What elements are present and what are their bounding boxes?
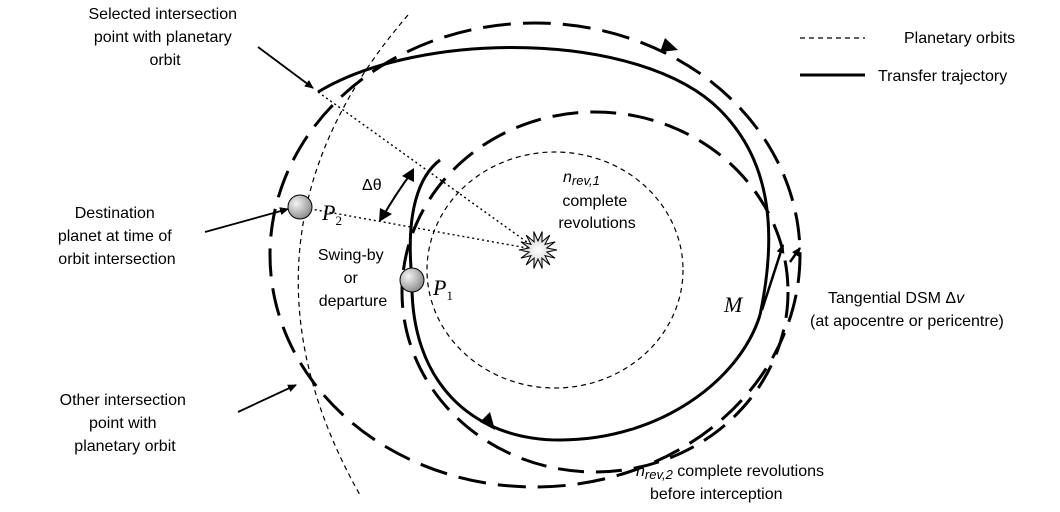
dsm-arrow-1: [760, 244, 785, 311]
label-dsm-line1: Tangential DSM Δv: [828, 290, 965, 307]
delta-theta-arrow-a: [402, 168, 414, 182]
planet-p1: [399, 267, 425, 293]
dsm-arrow-2: [788, 247, 802, 263]
line-sun-to-intersection: [317, 91, 539, 251]
legend-planetary-label: Planetary orbits: [904, 30, 1015, 47]
label-p1: P1: [432, 275, 453, 303]
label-nrev2: nrev,2 complete revolutions: [636, 463, 824, 482]
label-delta-theta: Δθ: [362, 177, 382, 194]
delta-theta-arrow-b: [379, 208, 392, 222]
arrow-top: [660, 38, 678, 52]
pointer-destination: [204, 207, 289, 233]
label-selected-intersection: Selected intersection point with planeta…: [89, 6, 242, 69]
label-swing-by: Swing-by or departure: [318, 247, 388, 310]
label-nrev1-symbol: nrev,1: [563, 169, 600, 188]
label-nrev1-text: complete revolutions: [558, 193, 635, 232]
delta-theta-arc: [381, 171, 413, 219]
line-sun-to-p2: [299, 206, 539, 251]
label-p2: P2: [321, 200, 342, 228]
label-dsm-line2: (at apocentre or pericentre): [810, 313, 1004, 330]
planet-p2: [287, 194, 313, 220]
legend-transfer-label: Transfer trajectory: [878, 68, 1007, 85]
transfer-arc-left-inner: [408, 158, 441, 281]
arrow-bottom: [480, 412, 495, 430]
transfer-arc-lower: [410, 279, 762, 442]
label-nrev2-line2: before interception: [650, 486, 783, 503]
label-destination-planet: Destination planet at time of orbit inte…: [58, 205, 176, 268]
transfer-arc-outer: [317, 46, 771, 316]
label-other-intersection: Other intersection point with planetary …: [60, 392, 191, 455]
label-m: M: [723, 292, 744, 317]
departure-orbit: [426, 151, 684, 389]
sun-icon: [518, 231, 558, 269]
intermediate-orbit-dashed: [400, 110, 790, 474]
pointer-selected: [257, 46, 314, 89]
pointer-other: [237, 384, 297, 413]
